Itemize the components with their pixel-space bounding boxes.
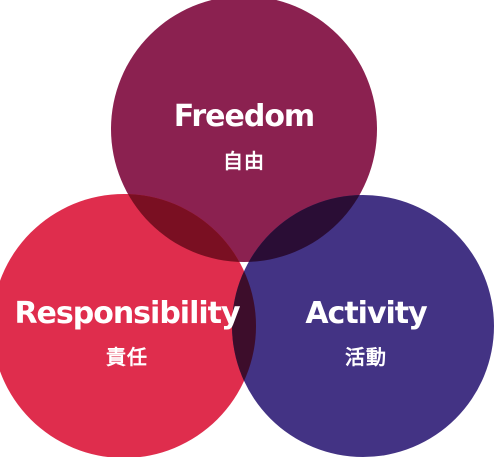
activity-label-ja: 活動 [345, 345, 387, 369]
freedom-label-ja: 自由 [223, 149, 265, 173]
responsibility-label: Responsibility [14, 296, 241, 331]
responsibility-circle [0, 194, 256, 457]
activity-label: Activity [305, 296, 428, 331]
freedom-circle [111, 0, 377, 262]
responsibility-label-ja: 責任 [106, 345, 148, 369]
activity-circle [232, 195, 494, 457]
freedom-label: Freedom [174, 99, 314, 134]
